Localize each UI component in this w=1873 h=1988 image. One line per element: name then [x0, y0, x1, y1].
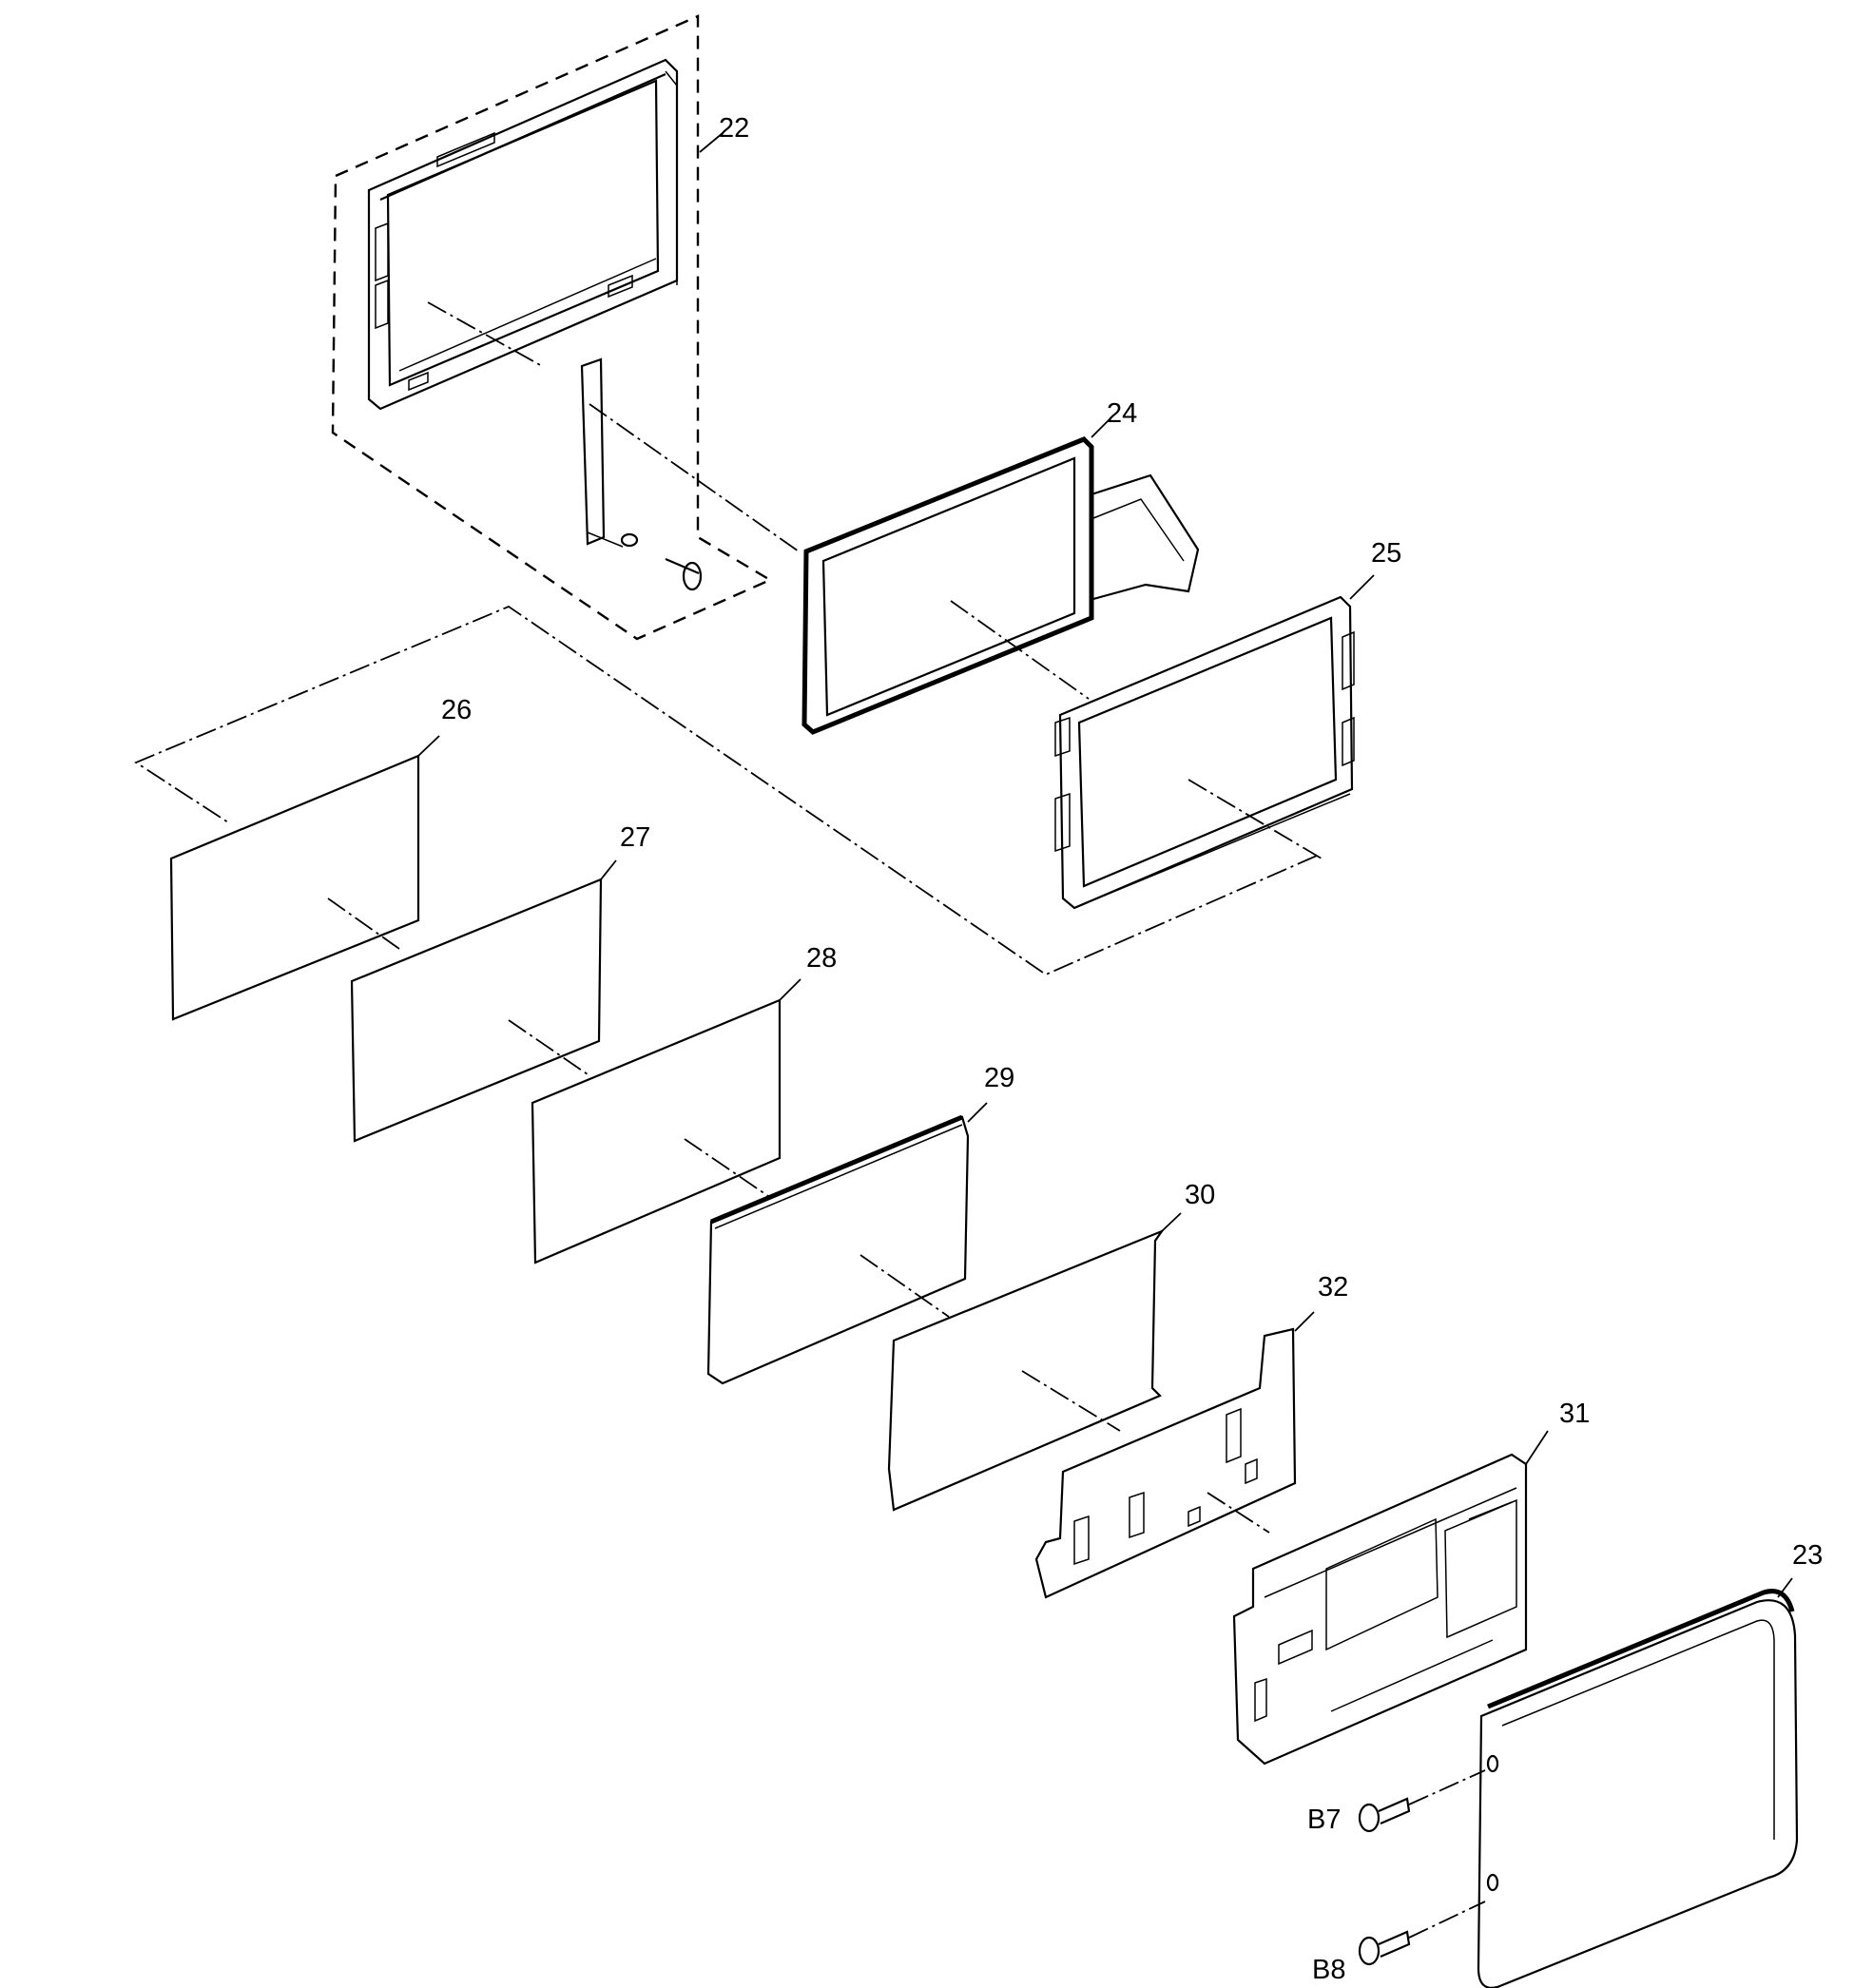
callout-22: 22 [719, 113, 749, 144]
part-30-reflector-sheet [887, 1228, 1166, 1512]
part-27-sheet [350, 878, 603, 1143]
callout-28: 28 [806, 943, 837, 974]
callout-27: 27 [620, 822, 650, 853]
screw-b8 [1358, 1901, 1486, 1966]
part-32-circuit-board [1034, 1327, 1297, 1599]
callout-32: 32 [1318, 1272, 1348, 1303]
part-26-sheet [169, 754, 420, 1021]
callout-29: 29 [984, 1063, 1014, 1093]
part-31-rear-frame [1232, 1453, 1528, 1766]
part-28-sheet [531, 998, 782, 1264]
part-29-light-guide [706, 1114, 970, 1385]
callout-31: 31 [1559, 1399, 1590, 1429]
callout-b7: B7 [1307, 1805, 1341, 1835]
callout-b8: B8 [1312, 1955, 1345, 1985]
part-25-backlight-frame [1054, 595, 1355, 910]
part-24-lcd-panel [801, 436, 1200, 735]
part-23-rear-cover [1477, 1589, 1799, 1988]
part-22-front-frame-assembly [331, 14, 773, 641]
screw-b7 [1358, 1769, 1486, 1833]
callout-30: 30 [1185, 1180, 1215, 1210]
callout-26: 26 [441, 695, 472, 725]
callout-24: 24 [1107, 398, 1137, 429]
group-boundary-22 [331, 14, 773, 641]
callout-25: 25 [1371, 538, 1401, 569]
callout-23: 23 [1792, 1540, 1823, 1571]
